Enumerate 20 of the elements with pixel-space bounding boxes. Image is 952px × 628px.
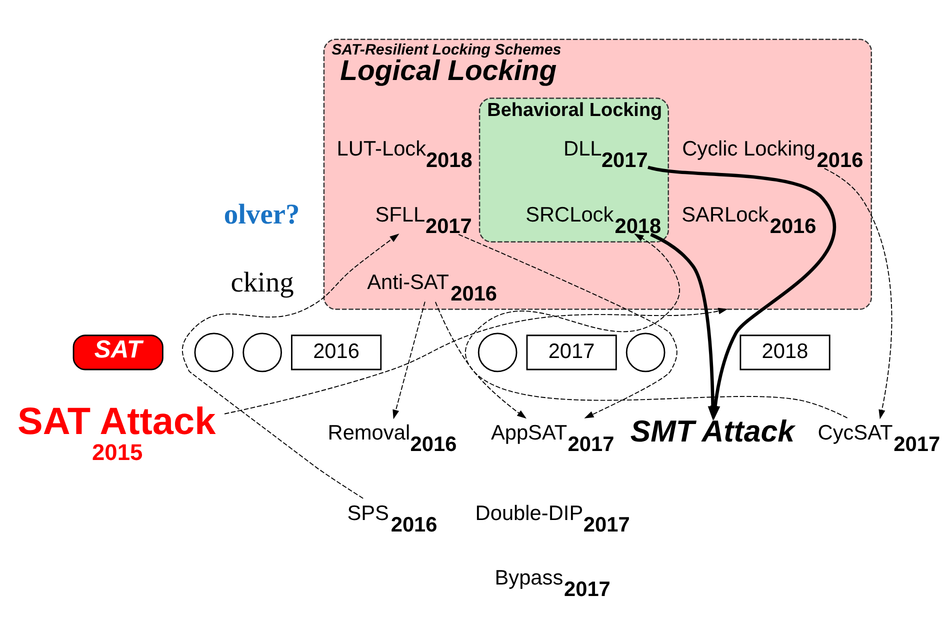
node-box: 2017	[526, 334, 617, 370]
arrow	[650, 232, 718, 420]
node-text: SAT Attack 2015	[18, 400, 216, 464]
node-circle	[242, 332, 282, 372]
node-box: 2016	[291, 334, 382, 370]
arrow	[824, 168, 892, 419]
node-circle	[626, 332, 666, 372]
arrow	[224, 307, 728, 414]
arrow	[392, 300, 426, 419]
label: olver?	[224, 198, 300, 230]
node-box: SAT	[72, 334, 164, 370]
label: cking	[230, 267, 294, 298]
node-box: 2018	[740, 334, 830, 370]
arrow	[434, 300, 527, 418]
arrow	[458, 233, 678, 418]
arrow	[182, 233, 400, 498]
node-text: SMT Attack	[630, 415, 795, 448]
node-circle	[194, 332, 234, 372]
node-circle	[478, 332, 518, 372]
arrow	[464, 233, 848, 418]
